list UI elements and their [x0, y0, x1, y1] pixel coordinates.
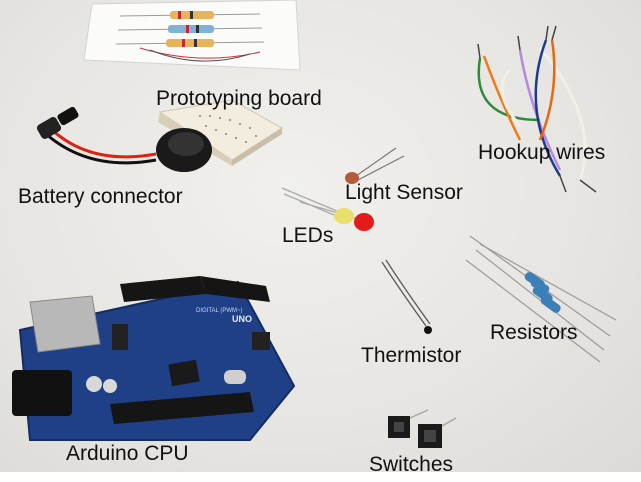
- resistor-chart-card: [83, 0, 301, 71]
- resistors: [465, 235, 617, 363]
- arduino-board: UNO DIGITAL (PWM~): [12, 276, 296, 441]
- label-resistors: Resistors: [490, 321, 578, 344]
- hookup-wires: [477, 25, 597, 193]
- label-thermistor: Thermistor: [361, 344, 462, 367]
- digital-silkscreen: DIGITAL (PWM~): [196, 308, 243, 314]
- label-arduino-cpu: Arduino CPU: [66, 442, 189, 465]
- uno-silkscreen: UNO: [232, 314, 252, 324]
- switches: [388, 409, 457, 448]
- breadboard: [158, 99, 283, 166]
- thermistor: [381, 259, 432, 334]
- label-battery-connector: Battery connector: [18, 185, 183, 208]
- leds: [281, 187, 374, 231]
- label-hookup-wires: Hookup wires: [478, 141, 606, 164]
- label-prototyping-board: Prototyping board: [156, 87, 322, 110]
- label-switches: Switches: [369, 453, 454, 472]
- light-sensor: [345, 147, 405, 184]
- photo-scene: UNO DIGITAL (PWM~) Prototyping board Bat…: [0, 0, 641, 472]
- label-light-sensor: Light Sensor: [345, 181, 463, 204]
- battery-connector: [36, 106, 212, 172]
- label-leds: LEDs: [282, 224, 334, 247]
- component-photo: UNO DIGITAL (PWM~): [12, 0, 617, 448]
